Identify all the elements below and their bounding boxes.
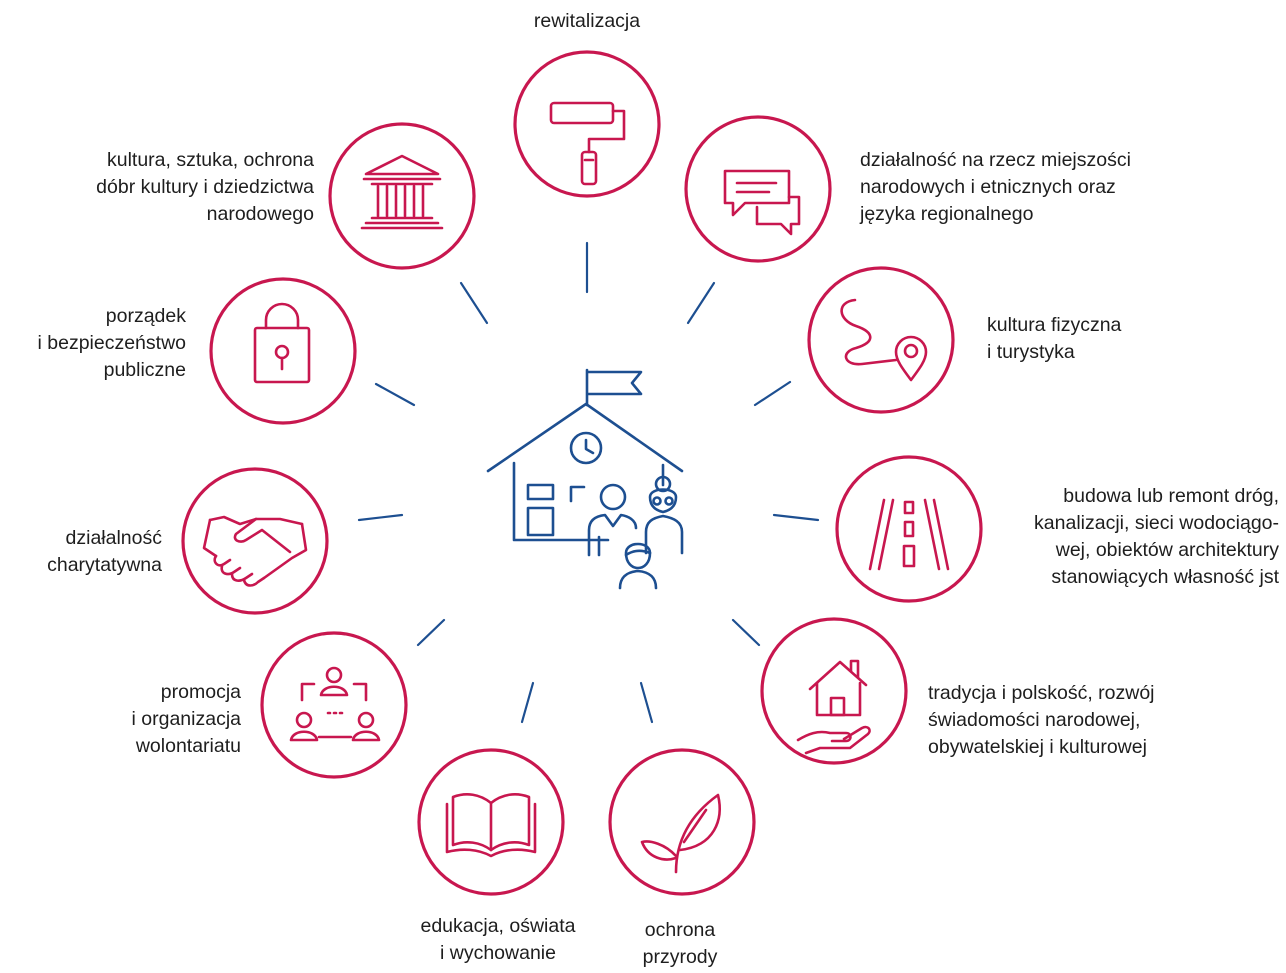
ring-mniejszosci [684,115,832,263]
label-line: stanowiących własność jst [1051,566,1279,588]
road-icon [868,498,950,571]
label-line: działalność na rzecz miejszości [860,149,1131,171]
label-line: przyrody [642,946,718,968]
spoke-line [416,618,446,647]
label-line: porządek [105,305,186,327]
spoke-line [639,681,654,724]
label-line: charytatywna [47,554,162,576]
ring-bezpieczenstwo [209,277,357,425]
label-line: tradycja i polskość, rozwój [928,682,1155,704]
label-rewitalizacja: rewitalizacja [487,8,687,35]
spoke-line [686,281,716,325]
label-line: i wychowanie [440,942,556,964]
label-przyroda: ochrona przyrody [610,917,750,971]
connector-lines [357,241,820,724]
label-line: narodowego [206,203,314,225]
ring-charytatywna [181,467,329,615]
label-line: rewitalizacja [533,10,641,32]
label-edukacja: edukacja, oświata i wychowanie [398,913,598,967]
label-line: promocja [160,681,241,703]
team-network-icon [289,666,381,742]
label-line: dóbr kultury i dziedzictwa [96,176,314,198]
museum-building-icon [360,154,444,230]
ring-tradycja [760,617,908,765]
label-line: budowa lub remont dróg, [1063,485,1279,507]
ring-drogi [835,455,983,603]
ring-przyroda [608,748,756,896]
icon-rings [181,50,983,896]
route-pin-icon [840,298,928,382]
chat-bubbles-icon [723,169,801,236]
spoke-line [772,513,820,522]
spoke-line [374,382,416,407]
open-book-icon [445,793,537,858]
paint-roller-icon [549,101,626,186]
label-mniejszosci: działalność na rzecz miejszości narodowy… [860,147,1131,228]
handshake-icon [202,515,308,587]
label-wolontariat: promocja i organizacja wolontariatu [60,679,241,760]
label-line: wej, obiektów architektury [1055,539,1279,561]
label-line: wolontariatu [135,735,241,757]
label-line: kultura, sztuka, ochrona [106,149,314,171]
ring-rewitalizacja [513,50,661,198]
spoke-line [459,281,489,325]
ring-turystyka [807,266,955,414]
spoke-line [753,380,792,407]
spoke-line [731,618,761,647]
label-line: i bezpieczeństwo [37,332,187,354]
padlock-icon [253,302,311,384]
label-line: i turystyka [987,341,1075,363]
label-line: obywatelskiej i kulturowej [928,736,1147,758]
spoke-line [357,513,404,522]
label-tradycja: tradycja i polskość, rozwój świadomości … [928,680,1155,761]
ring-edukacja [417,748,565,896]
label-line: narodowych i etnicznych oraz [860,176,1116,198]
label-turystyka: kultura fizyczna i turystyka [987,312,1121,366]
label-charytatywna: działalność charytatywna [10,525,162,579]
label-line: publiczne [103,359,186,381]
school-with-family-icon [486,368,684,590]
ring-kultura [328,122,476,270]
label-line: kultura fizyczna [987,314,1122,336]
label-bezpieczenstwo: porządek i bezpieczeństwo publiczne [4,303,187,384]
ring-wolontariat [260,631,408,779]
label-line: działalność [65,527,162,549]
leaf-icon [640,793,721,874]
label-drogi: budowa lub remont dróg, kanalizacji, sie… [995,483,1279,591]
label-line: kanalizacji, sieci wodociągo- [1034,512,1279,534]
spoke-line [520,681,535,724]
label-line: języka regionalnego [860,203,1034,225]
house-in-hand-icon [796,659,871,755]
label-kultura: kultura, sztuka, ochrona dóbr kultury i … [20,147,314,228]
label-line: ochrona [644,919,716,941]
label-line: edukacja, oświata [420,915,576,937]
label-line: świadomości narodowej, [928,709,1141,731]
label-line: i organizacja [131,708,241,730]
